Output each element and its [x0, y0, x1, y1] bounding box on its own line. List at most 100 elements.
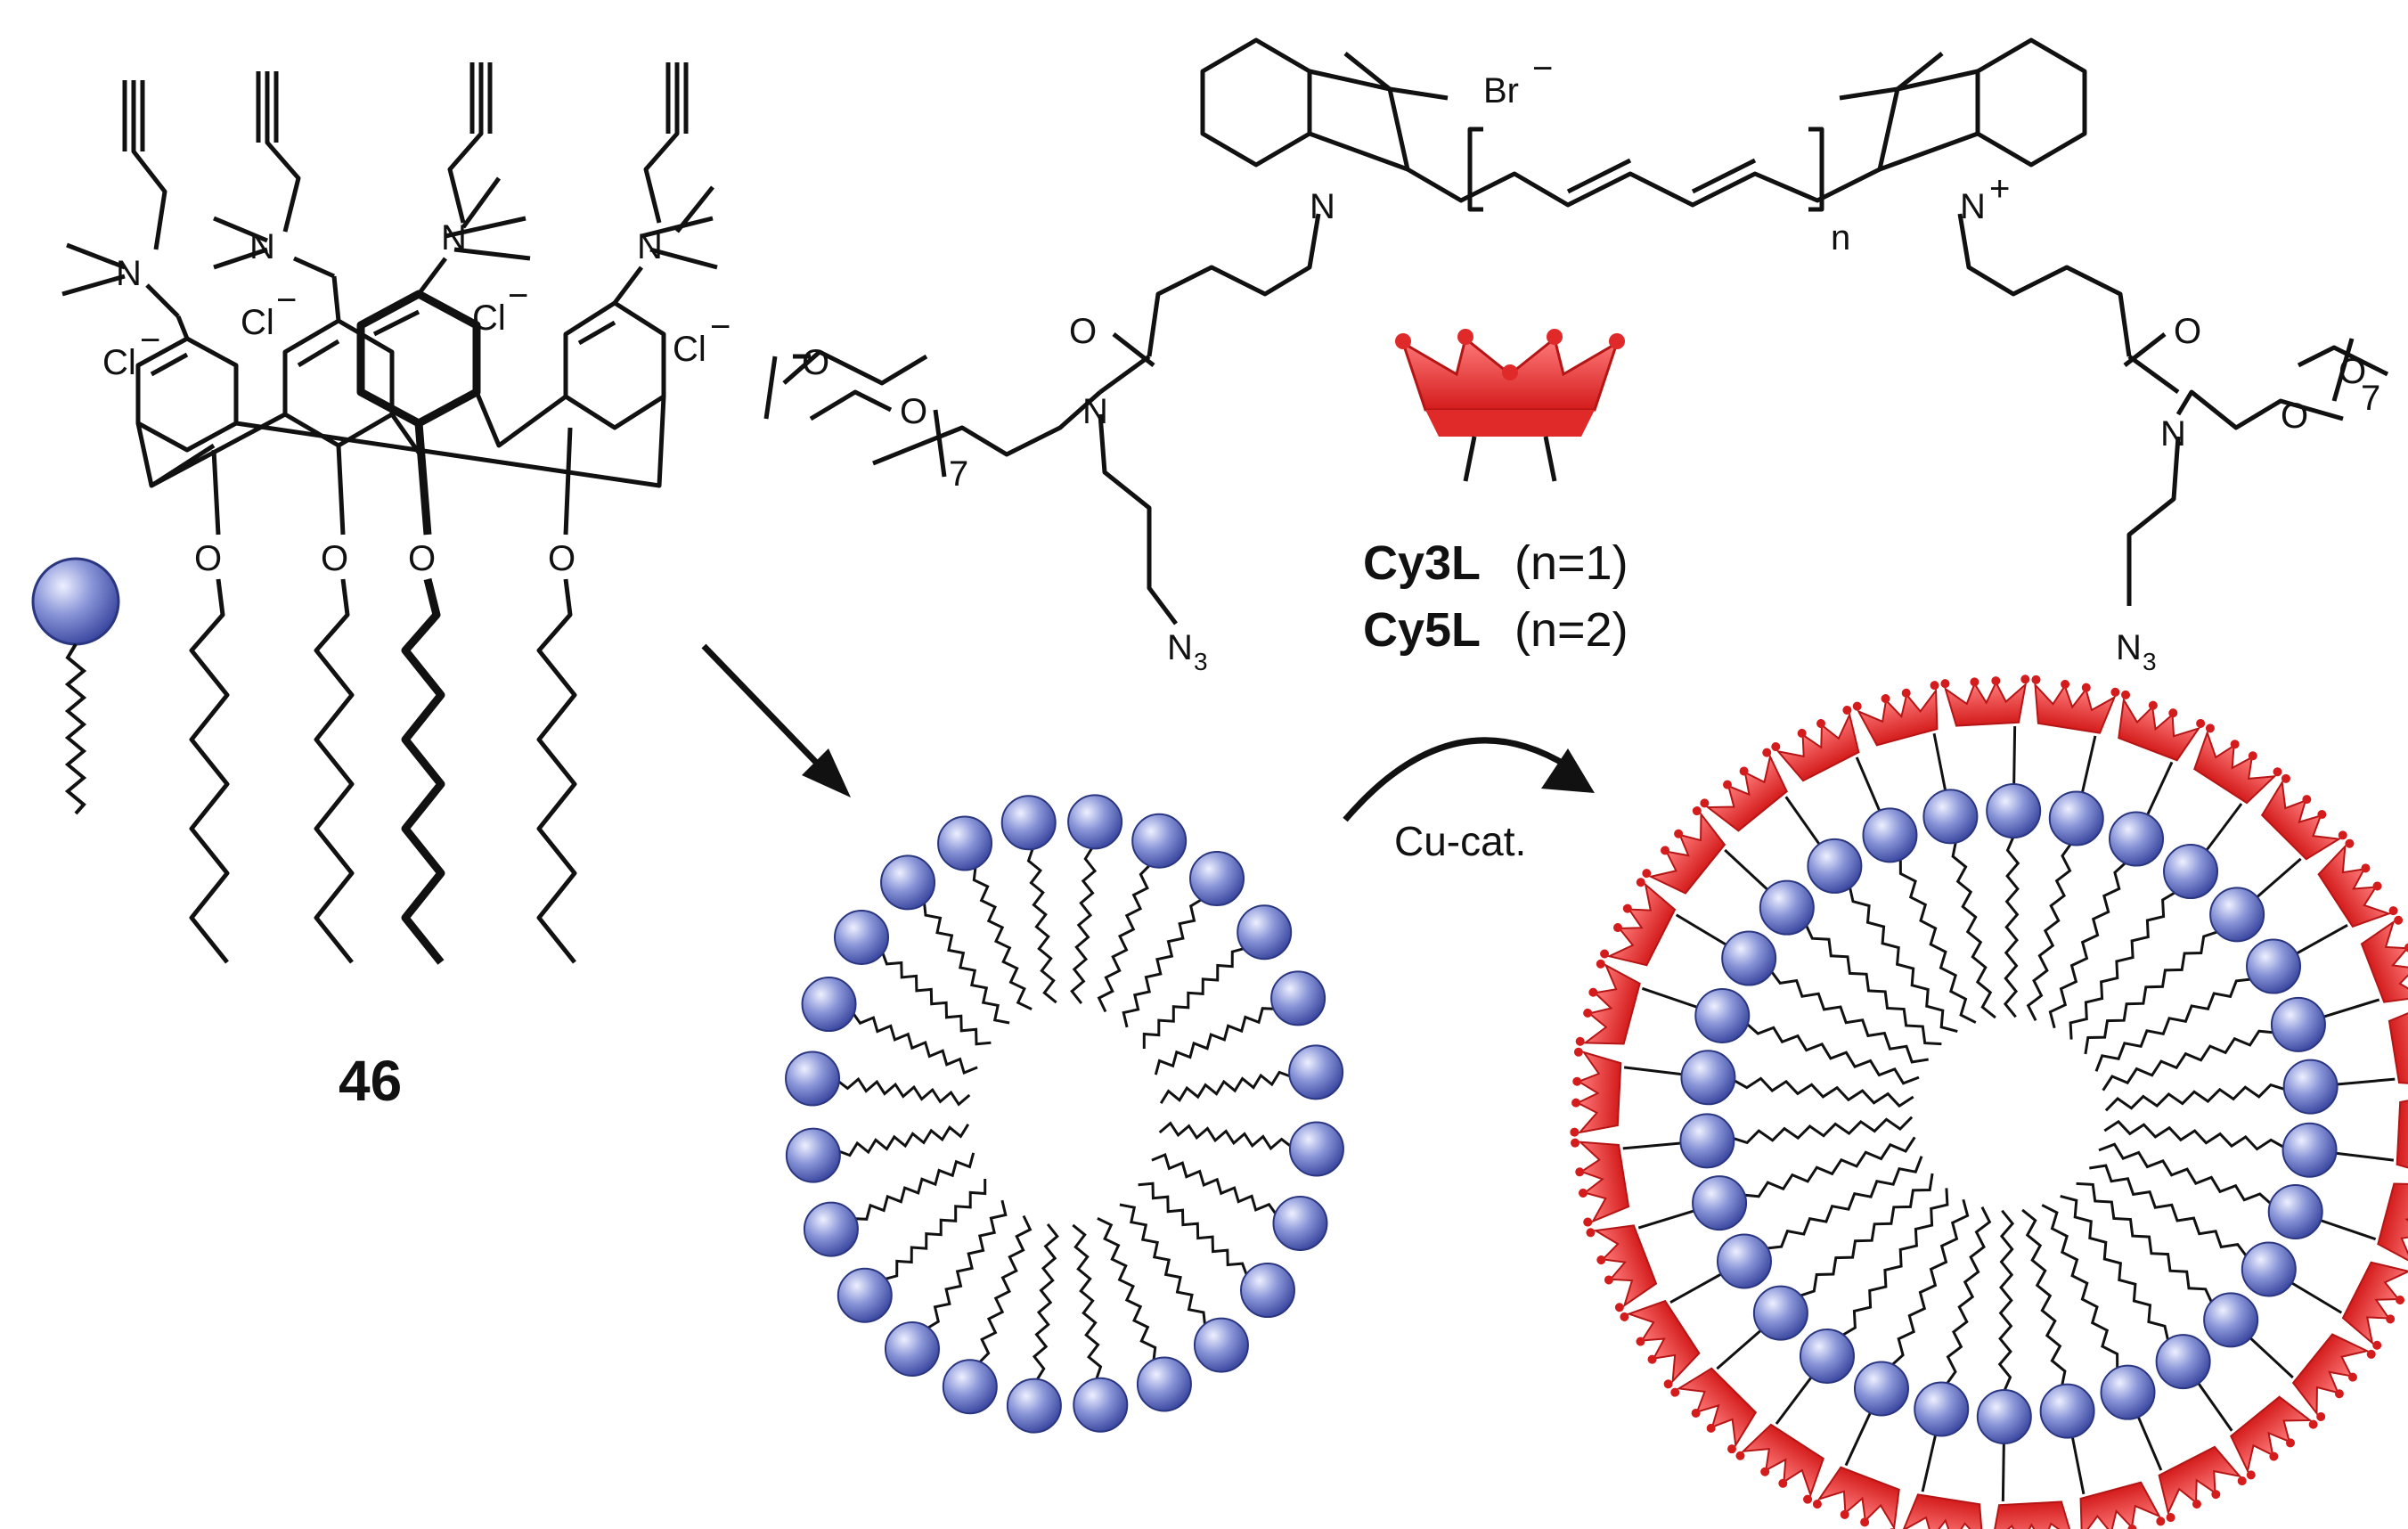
azide-left: N	[1167, 628, 1193, 667]
lipid-head	[2203, 1292, 2259, 1348]
lipid-tail	[1951, 842, 1996, 1019]
crown-dye-unit	[1812, 1466, 1900, 1529]
lipid-head	[1853, 1361, 1909, 1417]
lipid-tail	[853, 1013, 978, 1075]
crown-dye-unit	[1940, 675, 2030, 727]
lipid-head	[2163, 844, 2219, 900]
lipid-tail	[886, 1179, 987, 1280]
crown-dye-icon	[1395, 329, 1625, 482]
n-atom-4: N	[637, 227, 663, 266]
n-atom-3: N	[441, 218, 467, 258]
lipid-sphere-icon	[31, 557, 120, 815]
lipid-tail	[1800, 1173, 1934, 1297]
lipid-tail	[1891, 1198, 1970, 1366]
lipid-tail	[2048, 862, 2126, 1029]
lipid-tail	[923, 903, 1010, 1025]
lipid-tail	[1744, 1136, 1916, 1198]
lipid-head	[1073, 1377, 1129, 1433]
amide-o-right: O	[2174, 312, 2201, 351]
cl-charge-1: −	[140, 321, 160, 360]
dye-cond-2: (n=2)	[1514, 603, 1628, 657]
crown-dye-unit	[1901, 1493, 1984, 1529]
lipid-tail	[1842, 1188, 1949, 1337]
lipid-tail	[855, 1152, 975, 1221]
amide-n-left: N	[1082, 392, 1108, 431]
lipid-tail	[2098, 1142, 2272, 1205]
lipid-head	[1067, 794, 1123, 850]
crown-dye-unit	[2360, 915, 2408, 1003]
lipid-head	[2048, 790, 2104, 846]
lipid-tail	[978, 1214, 1033, 1363]
lipid-tail	[2069, 891, 2175, 1040]
lipid-head	[1694, 988, 1751, 1044]
compound-46-labels: N N N N Cl Cl Cl Cl − − − − O O O O 46	[102, 218, 731, 1113]
lipid-tail	[1849, 887, 1958, 1034]
crown-dye-unit	[1642, 806, 1726, 895]
lipid-tail	[839, 1124, 970, 1157]
crown-dye-unit	[2396, 1093, 2408, 1177]
calixarene-structure	[61, 62, 718, 965]
crown-dye-unit	[2158, 1445, 2247, 1523]
lipid-head	[1006, 1378, 1062, 1434]
lipid-head	[1189, 851, 1245, 907]
crown-dye-unit	[2377, 1182, 2408, 1264]
lipid-head	[1692, 1175, 1748, 1231]
azide-right-sub: 3	[2143, 648, 2157, 675]
lipid-tail	[1026, 848, 1057, 1004]
chloride-4: Cl	[673, 330, 706, 369]
lipid-head	[1807, 838, 1863, 894]
lipid-tail	[1072, 1223, 1103, 1379]
crown-dye-unit	[2193, 724, 2282, 805]
lipid-head	[785, 1051, 841, 1107]
cl-charge-4: −	[710, 307, 731, 347]
o-atom-3: O	[408, 539, 436, 578]
curved-arrow-icon	[1343, 737, 1595, 822]
lipid-tail	[1151, 1152, 1277, 1214]
lipid-tail	[2076, 1182, 2213, 1303]
crown-dye-unit	[2031, 675, 2120, 734]
lipid-head	[2155, 1334, 2211, 1390]
lipid-tail	[1805, 925, 1942, 1046]
bromide: Br	[1483, 71, 1519, 110]
lipid-head	[1799, 1328, 1855, 1384]
crown-dye-unit	[1771, 705, 1860, 782]
crown-dye-unit	[2341, 1261, 2408, 1350]
lipid-tail	[1997, 1209, 2015, 1391]
lipid-head	[2267, 1183, 2323, 1239]
crown-dye-unit	[1600, 878, 1677, 967]
dye-name-1: Cy3L	[1363, 536, 1481, 590]
cl-charge-3: −	[508, 276, 528, 315]
lipid-head	[1000, 795, 1057, 851]
o-atom-2: O	[321, 539, 348, 578]
lipid-head	[834, 909, 890, 965]
lipid-tail	[1097, 1217, 1157, 1361]
lipid-head	[1136, 1356, 1192, 1412]
lipid-head	[1680, 1050, 1736, 1106]
lipid-tail	[837, 1076, 971, 1107]
lipid-head	[1759, 879, 1815, 936]
azide-left-sub: 3	[1194, 648, 1208, 675]
crown-dye-unit	[2291, 1333, 2376, 1421]
dye-n-charge: +	[1989, 169, 2010, 208]
crown-dye-unit	[1586, 1224, 1658, 1312]
lipid-tail	[1142, 947, 1244, 1049]
crown-dye-unit	[1571, 1138, 1630, 1227]
crown-dye-unit	[1620, 1299, 1701, 1389]
lipid-tail	[1770, 971, 1929, 1064]
lipid-head	[1288, 1044, 1344, 1100]
peg-o-left-1: O	[802, 343, 829, 382]
crown-dye-unit	[1700, 748, 1788, 832]
lipid-head	[1679, 1113, 1735, 1169]
lipid-tail	[1032, 1222, 1059, 1380]
crown-dye-unit	[2118, 690, 2206, 762]
dye-name-2: Cy5L	[1363, 603, 1481, 657]
lipid-head	[1272, 1195, 1328, 1251]
peg-repeat-right: 7	[2361, 379, 2380, 418]
crown-dye-unit	[2388, 1004, 2408, 1087]
lipid-tail	[2084, 930, 2217, 1055]
micelle-dye-coated	[1570, 675, 2408, 1529]
lipid-tail	[1097, 864, 1151, 1013]
lipid-tail	[927, 1199, 1008, 1329]
crown-dye-unit	[1990, 1500, 2074, 1529]
chloride-1: Cl	[102, 343, 136, 382]
